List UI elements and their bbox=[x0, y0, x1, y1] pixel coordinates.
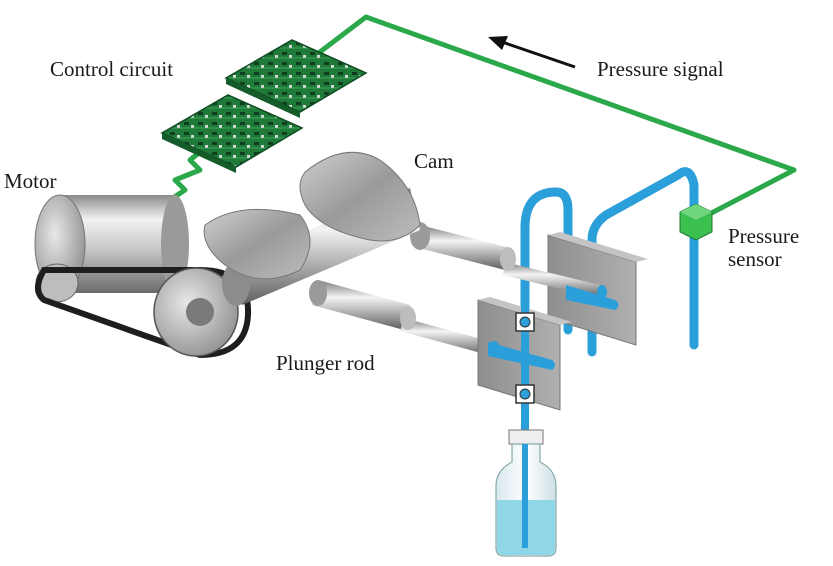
fluid-lines-back bbox=[520, 167, 699, 357]
pressure-sensor-label-line2: sensor bbox=[728, 247, 782, 271]
pressure-signal-label: Pressure signal bbox=[597, 57, 724, 81]
upper-pump-channel bbox=[566, 285, 619, 310]
signal-wire bbox=[168, 14, 797, 223]
plunger-rod-label: Plunger rod bbox=[276, 351, 375, 375]
check-valve-lower-icon bbox=[515, 384, 535, 404]
control-circuit-boards bbox=[160, 39, 368, 173]
pressure-sensor bbox=[679, 203, 713, 241]
cam-lower bbox=[203, 208, 311, 280]
control-circuit-label: Control circuit bbox=[50, 57, 174, 81]
pressure-sensor-label-line1: Pressure bbox=[728, 224, 800, 248]
cam-label: Cam bbox=[414, 149, 454, 173]
drive-pulley bbox=[153, 267, 239, 357]
reservoir-bottle bbox=[495, 429, 557, 557]
cam-upper bbox=[299, 151, 421, 242]
lower-plunger-rod bbox=[309, 280, 496, 356]
check-valve-upper-icon bbox=[515, 312, 535, 332]
signal-arrow-icon bbox=[488, 36, 576, 69]
motor-label: Motor bbox=[4, 169, 57, 193]
